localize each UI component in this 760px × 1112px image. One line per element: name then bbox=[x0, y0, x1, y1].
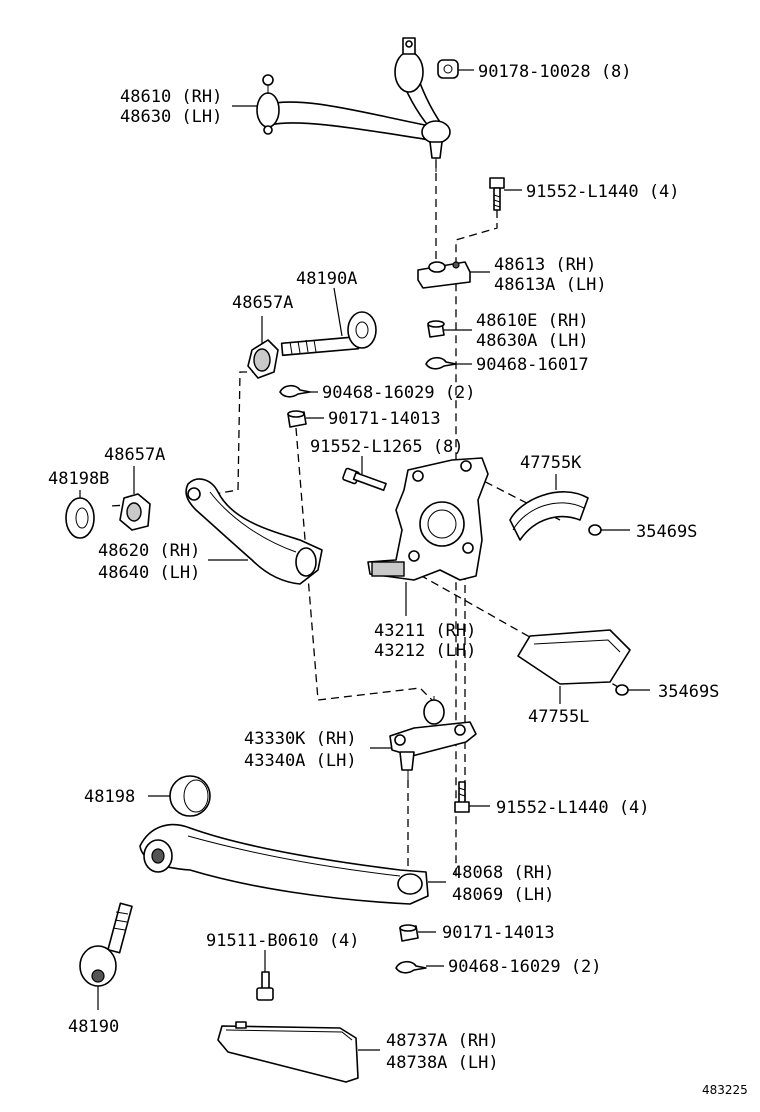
bolt-91552-top-icon bbox=[489, 177, 505, 211]
shield-47755l-icon bbox=[517, 629, 631, 685]
label-90468-16029-bottom: 90468-16029 (2) bbox=[448, 957, 602, 977]
cotter-pin-16017-icon bbox=[425, 356, 457, 370]
label-48630-lh: 48630 (LH) bbox=[120, 107, 222, 127]
label-43340a-lh: 43340A (LH) bbox=[244, 751, 357, 771]
leader-lines bbox=[79, 69, 650, 1051]
diagram-id: 483225 bbox=[702, 1083, 748, 1097]
bushing-48198b-icon bbox=[65, 497, 95, 539]
label-90171-14013-top: 90171-14013 bbox=[328, 409, 441, 429]
cotter-pin-16029-bottom-icon bbox=[395, 960, 427, 974]
label-48640-lh: 48640 (LH) bbox=[98, 563, 200, 583]
label-48198: 48198 bbox=[84, 787, 135, 807]
label-35469s-top: 35469S bbox=[636, 522, 697, 542]
label-48737a-rh: 48737A (RH) bbox=[386, 1031, 499, 1051]
cotter-pin-16029-top-icon bbox=[279, 384, 311, 398]
part-labels: 48610 (RH) 48630 (LH) 90178-10028 (8) 91… bbox=[48, 62, 748, 1097]
label-48198b: 48198B bbox=[48, 469, 109, 489]
upper-control-arm bbox=[256, 37, 451, 172]
knuckle-43211-icon bbox=[367, 457, 489, 581]
label-90178-10028: 90178-10028 (8) bbox=[478, 62, 632, 82]
cam-48657a-top-icon bbox=[247, 339, 279, 379]
label-43330k-rh: 43330K (RH) bbox=[244, 729, 357, 749]
bolt-91552-l1265-icon bbox=[342, 467, 387, 492]
cam-bolt-48190a-icon bbox=[280, 311, 377, 357]
ball-joint-43330k-icon bbox=[389, 696, 477, 784]
cover-48737a-icon bbox=[217, 1021, 359, 1083]
label-48068-rh: 48068 (RH) bbox=[452, 863, 554, 883]
bushing-48198-icon bbox=[169, 775, 211, 817]
label-47755l: 47755L bbox=[528, 707, 589, 727]
label-48630a-lh: 48630A (LH) bbox=[476, 331, 589, 351]
label-48657a-mid: 48657A bbox=[104, 445, 165, 465]
nut-90171-bottom-icon bbox=[399, 924, 419, 942]
label-91552-l1265: 91552-L1265 (8) bbox=[310, 437, 464, 457]
nut-90178-icon bbox=[437, 59, 459, 79]
bolt-91552-bottom-icon bbox=[454, 781, 470, 813]
label-48190: 48190 bbox=[68, 1017, 119, 1037]
lower-arm-48068-icon bbox=[139, 823, 429, 905]
label-48738a-lh: 48738A (LH) bbox=[386, 1053, 499, 1073]
label-90468-16029-top: 90468-16029 (2) bbox=[322, 383, 476, 403]
label-43211-rh: 43211 (RH) bbox=[374, 621, 476, 641]
label-48069-lh: 48069 (LH) bbox=[452, 885, 554, 905]
strut-rod-48620-icon bbox=[185, 478, 323, 585]
bracket-48613-icon bbox=[417, 261, 471, 289]
screw-35469s-top-icon bbox=[588, 524, 602, 536]
label-35469s-bottom: 35469S bbox=[658, 682, 719, 702]
label-48620-rh: 48620 (RH) bbox=[98, 541, 200, 561]
label-91552-l1440-top: 91552-L1440 (4) bbox=[526, 182, 680, 202]
label-91552-l1440-bottom: 91552-L1440 (4) bbox=[496, 798, 650, 818]
bolt-48190-icon bbox=[79, 902, 133, 987]
label-47755k: 47755K bbox=[520, 453, 582, 473]
label-48613-rh: 48613 (RH) bbox=[494, 255, 596, 275]
label-91511-b0610: 91511-B0610 (4) bbox=[206, 931, 360, 951]
label-48190a: 48190A bbox=[296, 269, 357, 289]
label-48657a-top: 48657A bbox=[232, 293, 293, 313]
screw-35469s-bottom-icon bbox=[615, 684, 629, 696]
cam-48657a-mid-icon bbox=[119, 493, 151, 531]
label-43212-lh: 43212 (LH) bbox=[374, 641, 476, 661]
label-90468-16017: 90468-16017 bbox=[476, 355, 589, 375]
label-90171-14013-bottom: 90171-14013 bbox=[442, 923, 555, 943]
nut-90171-top-icon bbox=[287, 410, 307, 428]
label-48610-rh: 48610 (RH) bbox=[120, 87, 222, 107]
label-48610e-rh: 48610E (RH) bbox=[476, 311, 589, 331]
bushing-48610e-icon bbox=[427, 320, 445, 338]
bolt-91511-icon bbox=[256, 971, 274, 1001]
shield-47755k-icon bbox=[509, 491, 589, 541]
label-48613a-lh: 48613A (LH) bbox=[494, 275, 607, 295]
